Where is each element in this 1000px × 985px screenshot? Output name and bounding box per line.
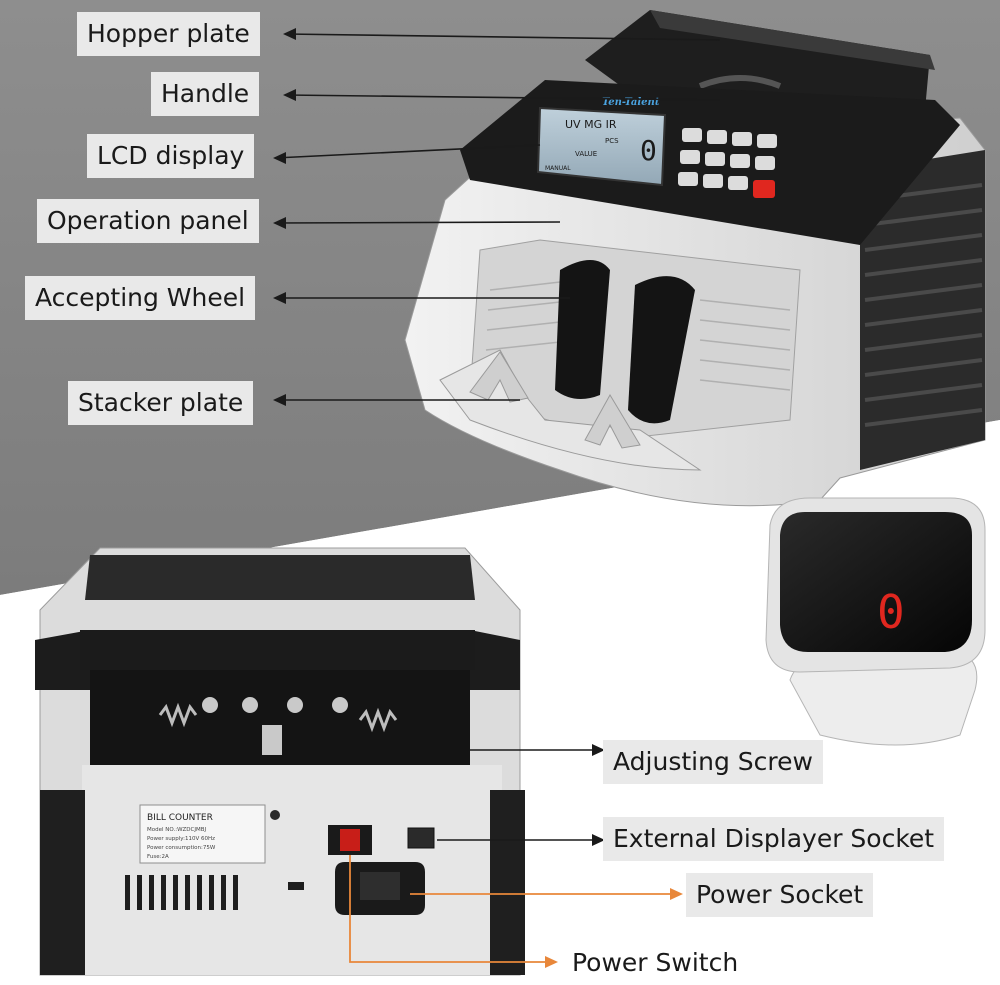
stacker-fin-right xyxy=(584,394,641,449)
callout-line-power-switch xyxy=(349,855,555,963)
power-switch-rocker xyxy=(340,829,360,851)
adjusting-screw-heads xyxy=(202,697,348,755)
callout-arrows xyxy=(273,28,605,846)
label-external-displayer-socket: External Displayer Socket xyxy=(603,817,945,861)
label-stacker-plate: Stacker plate xyxy=(68,381,254,425)
arrow-handle xyxy=(283,89,296,101)
channel-ribs xyxy=(485,281,791,391)
arrow-power-switch xyxy=(545,956,558,968)
arrow-power-socket xyxy=(670,888,683,900)
adjusting-screw xyxy=(262,725,282,755)
handle-grip xyxy=(698,75,782,89)
accepting-wheel-left xyxy=(555,260,610,399)
callout-line-hopper-plate xyxy=(284,33,721,41)
lcd-pcs-text: PCS xyxy=(605,137,619,145)
start-stop-key xyxy=(753,180,775,198)
arrow-operation-panel xyxy=(273,217,286,229)
lcd-screen xyxy=(536,106,667,187)
label-adjusting-screw: Adjusting Screw xyxy=(603,740,823,784)
machine-front-view: UV MG IR PCS VALUE MANUAL 0 Ten-Talent xyxy=(404,10,986,507)
nameplate-title: BILL COUNTER xyxy=(147,813,213,823)
arrow-accepting-wheel xyxy=(273,292,286,304)
callout-line-handle xyxy=(284,94,721,101)
callout-line-lcd-display xyxy=(274,144,541,159)
rear-screw xyxy=(270,810,280,820)
label-operation-panel: Operation panel xyxy=(37,199,259,243)
brand-logo-text: Ten-Talent xyxy=(602,97,660,108)
nameplate-line: Fuse:2A xyxy=(147,854,169,860)
nameplate-line: Model NO.:WZDCJMBJ xyxy=(147,827,207,833)
arrow-adjusting-screw xyxy=(592,744,605,756)
rear-vents xyxy=(125,875,238,910)
label-lcd-display: LCD display xyxy=(87,134,255,178)
external-display-screen xyxy=(780,512,972,652)
nameplate-line: Power supply:110V 60Hz xyxy=(147,836,215,842)
callout-lines-orange xyxy=(349,855,680,963)
label-handle: Handle xyxy=(151,72,260,116)
rear-left-edge xyxy=(40,790,85,975)
callout-line-operation-panel xyxy=(274,221,561,224)
rear-top-housing xyxy=(80,630,475,670)
label-accepting-wheel: Accepting Wheel xyxy=(25,276,256,320)
callout-arrows-orange xyxy=(545,888,683,968)
lcd-manual-text: MANUAL xyxy=(545,165,571,172)
rear-slot xyxy=(288,882,304,890)
hopper-rim xyxy=(650,10,935,70)
side-vent-lines xyxy=(864,183,983,427)
external-display-digit: 0 xyxy=(877,585,905,639)
rear-right-edge xyxy=(490,790,525,975)
external-displayer-socket xyxy=(407,827,435,849)
accepting-wheel-right xyxy=(628,276,695,424)
arrow-lcd-display xyxy=(273,152,286,164)
callout-lines xyxy=(274,33,721,841)
power-socket-inlet xyxy=(360,872,400,900)
arrow-hopper-plate xyxy=(283,28,296,40)
lcd-mode-text: UV MG IR xyxy=(565,118,617,131)
label-hopper-plate: Hopper plate xyxy=(77,12,260,56)
adjusting-springs xyxy=(158,702,398,733)
arrow-stacker-plate xyxy=(273,394,286,406)
nameplate xyxy=(139,804,266,864)
nameplate-line: Power consumption:75W xyxy=(147,845,216,851)
rear-right-ear xyxy=(470,630,520,690)
rear-hopper xyxy=(85,555,475,600)
lcd-count-digit: 0 xyxy=(640,134,657,167)
keypad xyxy=(678,128,777,198)
arrow-external-displayer-socket xyxy=(592,834,605,846)
lcd-value-text: VALUE xyxy=(575,150,597,158)
label-power-switch: Power Switch xyxy=(572,948,739,977)
label-power-socket: Power Socket xyxy=(686,873,874,917)
machine-rear-view: BILL COUNTER Model NO.:WZDCJMBJ Power su… xyxy=(35,547,525,976)
rear-panel xyxy=(82,765,502,975)
rear-left-ear xyxy=(35,630,90,690)
external-display-unit: 0 xyxy=(765,497,986,746)
